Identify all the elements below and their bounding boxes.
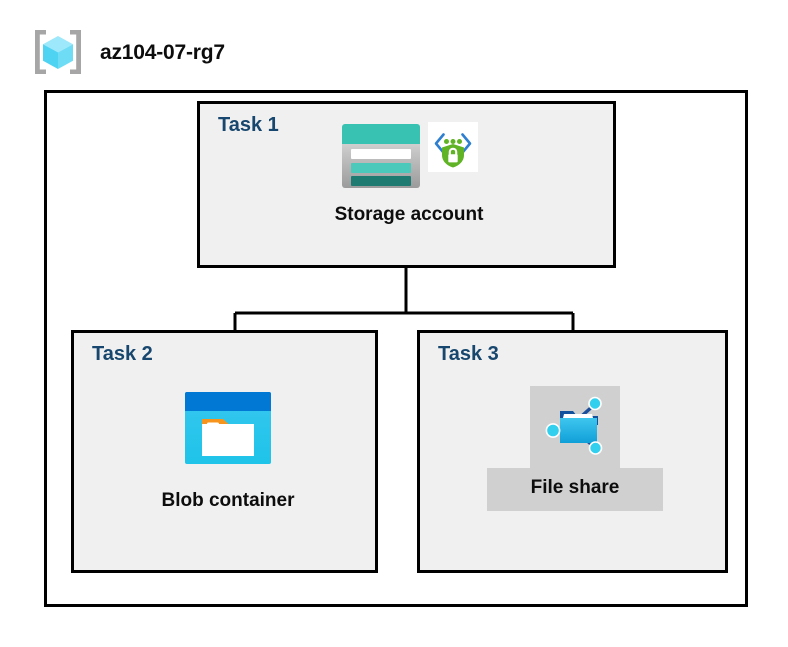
- secure-endpoint-shield-icon: [428, 122, 478, 177]
- node-caption-storage-account: Storage account: [334, 204, 484, 225]
- resource-group-header: az104-07-rg7: [30, 27, 225, 77]
- task-box-task1[interactable]: Task 1: [197, 101, 616, 268]
- task-label-task1: Task 1: [218, 114, 279, 136]
- node-storage-account[interactable]: Storage account: [296, 122, 522, 227]
- blob-container-icon-group: [184, 391, 272, 470]
- node-blob-container[interactable]: Blob container: [128, 391, 328, 513]
- file-share-icon: [542, 392, 608, 463]
- file-share-caption-highlight: File share: [487, 468, 663, 511]
- file-share-icon-highlight: [530, 386, 620, 468]
- node-caption-file-share: File share: [530, 477, 620, 498]
- task-box-task2[interactable]: Task 2: [71, 330, 378, 573]
- node-caption-blob-container: Blob container: [161, 490, 295, 511]
- node-file-share[interactable]: File share: [487, 386, 663, 511]
- task-label-task2: Task 2: [92, 343, 153, 365]
- blob-container-icon: [184, 391, 272, 470]
- storage-account-icon: [340, 122, 422, 195]
- task-box-task3[interactable]: Task 3: [417, 330, 728, 573]
- resource-group-icon: [30, 27, 86, 77]
- task-label-task3: Task 3: [438, 343, 499, 365]
- resource-group-title: az104-07-rg7: [100, 40, 225, 64]
- storage-account-icon-group: [340, 122, 478, 195]
